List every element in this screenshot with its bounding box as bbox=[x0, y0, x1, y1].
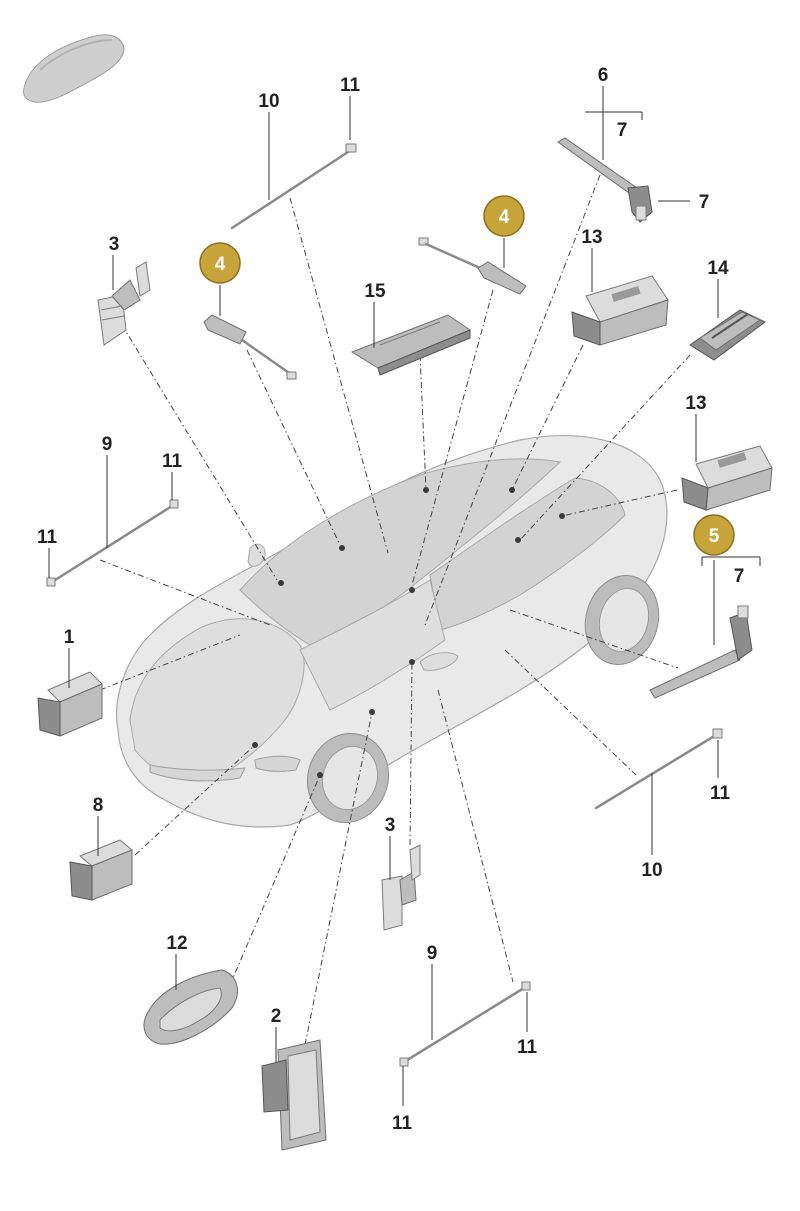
callout-2: 2 bbox=[271, 1006, 282, 1027]
part-1-box bbox=[37, 671, 103, 737]
part-2-lamp bbox=[261, 1039, 327, 1151]
badge-4-left-label: 4 bbox=[215, 254, 226, 275]
callout-7-a: 7 bbox=[617, 120, 628, 141]
part-4-right-antenna bbox=[418, 237, 527, 295]
callout-10-bottom: 10 bbox=[641, 860, 662, 881]
callout-10-top: 10 bbox=[258, 91, 279, 112]
callout-6: 6 bbox=[598, 65, 609, 86]
part-10-bottom-rod bbox=[594, 728, 723, 810]
part-15-module bbox=[350, 314, 472, 376]
callout-13-mid: 13 bbox=[685, 393, 706, 414]
badge-4-right: 4 bbox=[483, 195, 525, 237]
badge-5: 5 bbox=[693, 514, 735, 556]
callout-14: 14 bbox=[707, 258, 729, 279]
callout-7-right: 7 bbox=[734, 566, 745, 587]
part-9-left-rod bbox=[46, 499, 179, 587]
part-3-top-connector bbox=[97, 261, 151, 346]
callout-11-bottom-a: 11 bbox=[517, 1037, 538, 1058]
car-body bbox=[115, 434, 668, 828]
badges: 4 4 5 bbox=[199, 195, 735, 556]
part-9-bottom-rod bbox=[399, 981, 531, 1067]
callout-12: 12 bbox=[166, 933, 187, 954]
badge-5-label: 5 bbox=[709, 526, 720, 547]
leader-lines bbox=[48, 86, 761, 1106]
connector-lines bbox=[99, 174, 691, 1046]
callout-7-b: 7 bbox=[699, 192, 710, 213]
callout-1: 1 bbox=[64, 627, 75, 648]
callout-11-left-a: 11 bbox=[162, 451, 183, 472]
part-13-mid-box bbox=[681, 445, 773, 511]
mount-points bbox=[252, 487, 565, 778]
part-10-top-rod bbox=[230, 143, 357, 230]
callout-3-top: 3 bbox=[109, 234, 120, 255]
callout-3-bottom: 3 bbox=[385, 815, 396, 836]
callout-11-top: 11 bbox=[340, 75, 361, 96]
car-thumbnail-icon bbox=[23, 34, 125, 103]
part-5-arm bbox=[649, 605, 753, 699]
callout-8: 8 bbox=[93, 795, 104, 816]
part-8-box bbox=[69, 839, 133, 901]
badge-4-left: 4 bbox=[199, 242, 241, 284]
part-13-top-box bbox=[571, 275, 669, 346]
callout-9-bottom: 9 bbox=[427, 943, 438, 964]
callout-labels: 10 11 6 7 7 3 13 14 15 9 11 11 13 7 1 11… bbox=[37, 65, 744, 1134]
callout-11-right: 11 bbox=[710, 783, 731, 804]
callout-9-left: 9 bbox=[102, 434, 113, 455]
part-3-bottom-connector bbox=[381, 844, 421, 931]
badge-4-right-label: 4 bbox=[499, 207, 510, 228]
part-14-unit bbox=[689, 309, 766, 361]
callout-11-bottom-b: 11 bbox=[392, 1113, 413, 1134]
part-6-arm bbox=[557, 137, 653, 223]
part-4-left-antenna bbox=[203, 314, 297, 380]
callout-13-top: 13 bbox=[581, 227, 602, 248]
callout-11-left-b: 11 bbox=[37, 527, 58, 548]
callout-15: 15 bbox=[364, 281, 386, 302]
part-12-cover bbox=[143, 969, 238, 1045]
